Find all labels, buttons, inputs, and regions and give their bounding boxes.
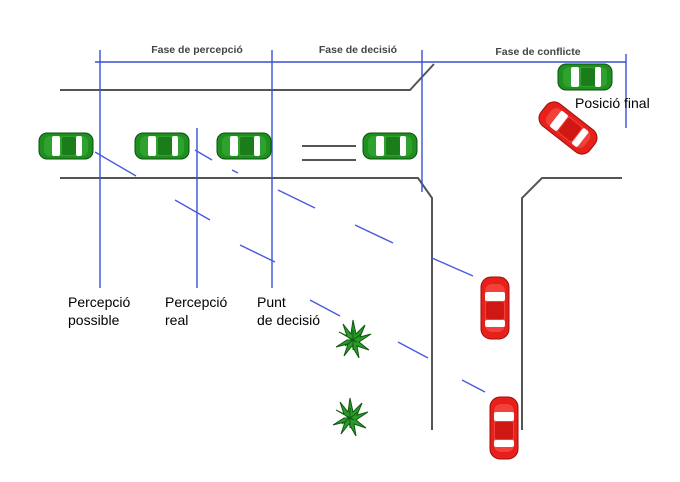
label-final-position: Posició final: [575, 95, 650, 111]
sight-lines: [94, 149, 486, 393]
green-car-final-icon: [557, 63, 613, 91]
red-car-icon: [489, 396, 519, 460]
phase-label-conflict: Fase de conflicte: [495, 46, 580, 58]
label-decision-point: Punt de decisió: [257, 294, 320, 328]
phase-label-perception: Fase de percepció: [151, 44, 243, 56]
lane-marking: [302, 145, 356, 161]
road-edges: [60, 63, 622, 430]
label-real-perception: Percepció real: [165, 294, 231, 328]
label-possible-perception: Percepció possible: [68, 294, 134, 328]
phase-label-decision: Fase de decisió: [319, 44, 397, 56]
plant-icon: [332, 397, 369, 437]
main-road-top-edge: [60, 63, 435, 91]
plant-icon: [335, 319, 372, 359]
phase-lines: [95, 50, 627, 288]
red-car-icon: [480, 276, 510, 340]
green-car-icon: [216, 132, 272, 160]
main-road-bottom-edge: [60, 177, 433, 430]
green-car-icon: [362, 132, 418, 160]
green-car-icon: [134, 132, 190, 160]
green-car-icon: [38, 132, 94, 160]
side-road-right-edge: [521, 177, 622, 430]
